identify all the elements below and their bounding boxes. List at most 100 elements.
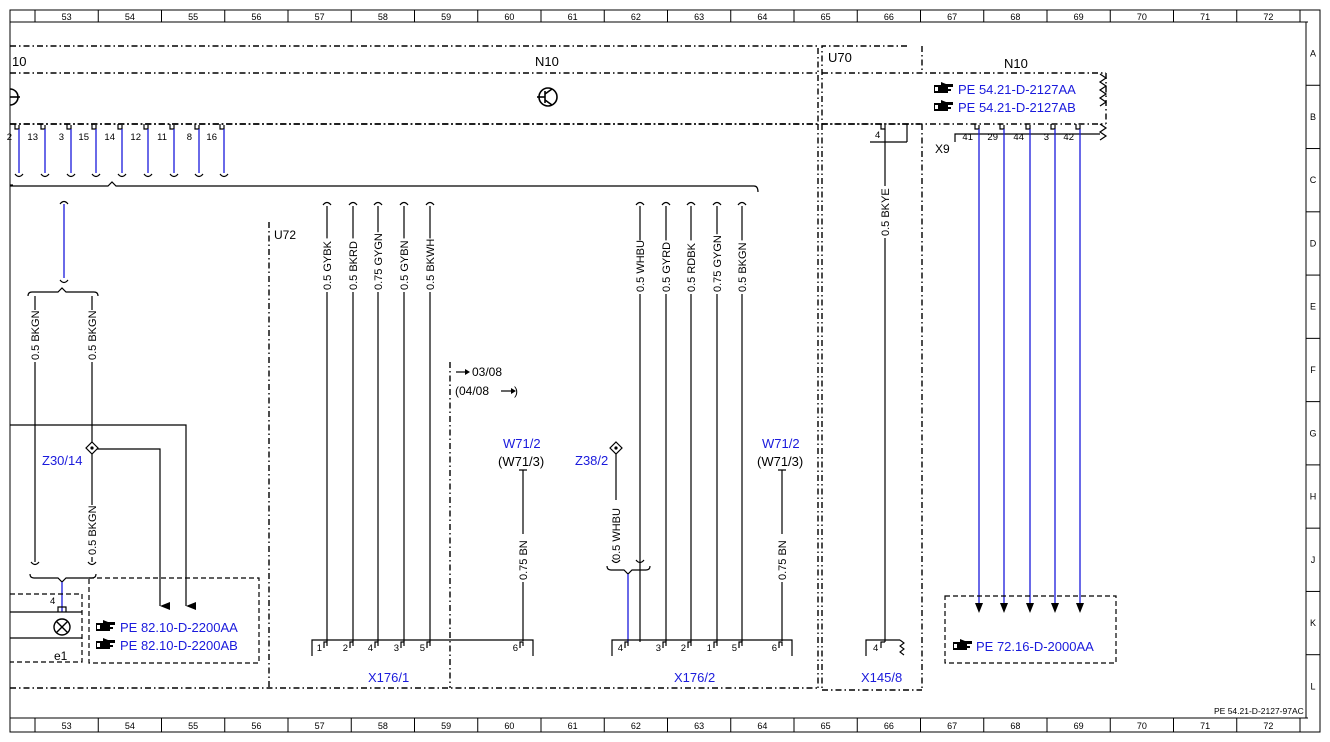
svg-text:(04/08: (04/08 <box>455 384 489 398</box>
transistor-symbol-icon <box>537 87 558 107</box>
ref-n10-b[interactable]: PE 54.21-D-2127AB <box>958 100 1076 115</box>
svg-text:03/08: 03/08 <box>472 365 502 379</box>
validity-note: 03/08 (04/08 ) <box>455 365 518 398</box>
svg-text:0.5 BKGN: 0.5 BKGN <box>87 310 99 360</box>
x9-pin-number: 29 <box>987 132 998 143</box>
column-number: 65 <box>821 721 831 731</box>
n10-pin-number: 3 <box>59 132 64 143</box>
svg-text:0.5 GYRD: 0.5 GYRD <box>661 242 673 292</box>
n10-pin-number: 2 <box>7 132 12 143</box>
ref-x9[interactable]: PE 72.16-D-2000AA <box>976 639 1094 654</box>
column-number: 70 <box>1137 721 1147 731</box>
splice-z30[interactable]: Z30/14 <box>42 453 82 468</box>
n10-pin-number: 11 <box>157 132 167 143</box>
column-number: 55 <box>188 12 198 22</box>
wire-label-bn-1: 0.75 BN <box>517 534 530 582</box>
lamp-icon <box>53 618 71 636</box>
left-bracket-top <box>27 287 99 297</box>
splice-diamond-icon <box>609 441 623 455</box>
ref-x9-box <box>944 595 1117 664</box>
row-letter: L <box>1310 681 1315 691</box>
column-number: 56 <box>251 721 261 731</box>
e1-label: e1 <box>54 649 68 663</box>
wire-color-label: 0.5 GYBN <box>398 238 411 292</box>
column-number: 59 <box>441 12 451 22</box>
ref-z30-box <box>88 577 260 664</box>
svg-text:0.5 BKGN: 0.5 BKGN <box>87 505 99 555</box>
x9-pin-number: 41 <box>962 132 973 143</box>
ref-n10-a[interactable]: PE 54.21-D-2127AA <box>958 82 1076 97</box>
n10-center-label: N10 <box>535 54 559 69</box>
connector-x145-8-label[interactable]: X145/8 <box>861 670 902 685</box>
connector-pin-number: 4 <box>368 643 373 654</box>
column-number: 61 <box>568 12 578 22</box>
splice-w71-a[interactable]: W71/2 <box>503 436 541 451</box>
row-letter: A <box>1310 49 1316 59</box>
column-number: 72 <box>1263 721 1273 731</box>
e1-pin: 4 <box>50 596 55 607</box>
row-letter: K <box>1310 618 1316 628</box>
splice-w71-b[interactable]: W71/2 <box>762 436 800 451</box>
svg-text:0.5 WHBU: 0.5 WHBU <box>635 240 647 292</box>
svg-text:0.5 BKGN: 0.5 BKGN <box>30 310 42 360</box>
svg-text:0.75 GYGN: 0.75 GYGN <box>712 235 724 292</box>
connector-pin-number: 4 <box>618 643 623 654</box>
n10-pin-number: 12 <box>130 132 141 143</box>
hand-pointer-icon <box>953 639 972 650</box>
wire-color-label: 0.5 WHBU <box>634 240 647 294</box>
transistor-symbol-icon <box>9 88 20 106</box>
n10-pin-number: 16 <box>206 132 217 143</box>
connector-pin-number: 3 <box>394 643 399 654</box>
x9-pin-number: 42 <box>1063 132 1074 143</box>
wire-color-label: 0.5 GYRD <box>660 240 673 294</box>
column-number: 66 <box>884 12 894 22</box>
connector-pin-number: 2 <box>343 643 348 654</box>
wire-color-label: 0.5 BKGN <box>736 240 749 294</box>
row-letter: D <box>1310 238 1317 248</box>
splice-z38[interactable]: Z38/2 <box>575 453 608 468</box>
hand-pointer-icon <box>934 82 953 93</box>
wire-color-label: 0.75 GYGN <box>372 232 385 292</box>
svg-text:0.5 BKYE: 0.5 BKYE <box>880 188 892 236</box>
u70-label: U70 <box>828 50 852 65</box>
svg-text:0.5 BKRD: 0.5 BKRD <box>348 241 360 290</box>
svg-text:0.5 GYBN: 0.5 GYBN <box>399 240 411 290</box>
connector-pin-number: 1 <box>317 643 322 654</box>
wire-color-label: 0.5 GYBK <box>321 238 334 292</box>
svg-text:0.75 GYGN: 0.75 GYGN <box>373 233 385 290</box>
column-number: 57 <box>315 721 325 731</box>
column-number: 64 <box>757 12 767 22</box>
ref-z30-b[interactable]: PE 82.10-D-2200AB <box>120 638 238 653</box>
left-bracket-bottom <box>29 573 97 583</box>
n10-pin-number: 14 <box>104 132 115 143</box>
row-letter: F <box>1310 365 1316 375</box>
svg-text:0.5 GYBK: 0.5 GYBK <box>322 240 334 290</box>
connector-pin-number: 1 <box>707 643 712 654</box>
wire-color-label: 0.5 RDBK <box>685 240 698 294</box>
x9-pin-number: 44 <box>1013 132 1024 143</box>
column-number: 59 <box>441 721 451 731</box>
svg-text:4: 4 <box>873 643 878 654</box>
column-number: 58 <box>378 721 388 731</box>
wire-color-label: 0.5 BKWH <box>424 238 437 292</box>
column-number: 54 <box>125 12 135 22</box>
connector-x176-2-label[interactable]: X176/2 <box>674 670 715 685</box>
column-number: 67 <box>947 12 957 22</box>
connector-x176-1-label[interactable]: X176/1 <box>368 670 409 685</box>
connector-pin-number: 3 <box>656 643 661 654</box>
connector-x145-8: 4 <box>865 639 905 656</box>
column-number: 70 <box>1137 12 1147 22</box>
n10-pin-number: 15 <box>78 132 89 143</box>
wire-label-bn-2: 0.75 BN <box>776 534 789 582</box>
ref-z30-a[interactable]: PE 82.10-D-2200AA <box>120 620 238 635</box>
hand-pointer-icon <box>934 100 953 111</box>
column-number: 69 <box>1074 721 1084 731</box>
column-number: 65 <box>821 12 831 22</box>
column-number: 66 <box>884 721 894 731</box>
